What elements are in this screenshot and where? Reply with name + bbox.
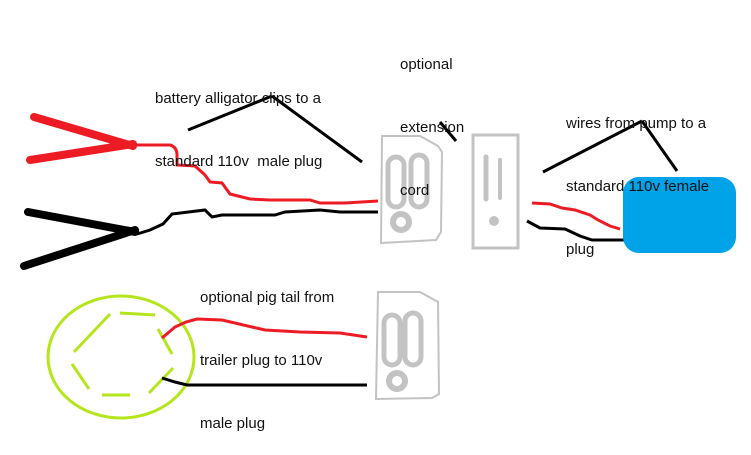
- label-alligator-clips: battery alligator clips to a standard 11…: [155, 46, 322, 193]
- label-pump-wires: wires from pump to a standard 110v femal…: [566, 71, 709, 281]
- label-line: optional pig tail from: [200, 289, 335, 306]
- alligator-clip-red: [26, 113, 137, 164]
- label-line: standard 110v female: [566, 178, 710, 195]
- leader-line-pump-right: [640, 120, 679, 172]
- label-extension-cord: optional extension cord: [400, 12, 464, 222]
- label-line: plug: [566, 241, 595, 258]
- positive-wire-pump: [531, 201, 621, 231]
- leader-line-clips-left: [187, 94, 273, 132]
- label-line: male plug: [200, 415, 266, 432]
- label-line: optional: [400, 56, 453, 73]
- positive-wire-pigtail: [161, 317, 368, 340]
- male-plug-bottom: [374, 291, 441, 401]
- label-line: trailer plug to 110v: [200, 352, 323, 369]
- label-line: standard 110v male plug: [155, 153, 323, 170]
- wiring-diagram: [20, 94, 736, 420]
- alligator-clip-black: [20, 208, 139, 270]
- negative-wire-top: [136, 208, 378, 236]
- extension-cord: [471, 133, 520, 250]
- label-line: cord: [400, 182, 430, 199]
- trailer-plug: [46, 294, 196, 420]
- label-line: wires from pump to a: [566, 115, 707, 132]
- pump: [623, 177, 736, 253]
- negative-wire-pump: [526, 219, 625, 242]
- leader-line-extension: [438, 121, 458, 142]
- label-line: extension: [400, 119, 465, 136]
- label-line: battery alligator clips to a: [155, 90, 321, 107]
- negative-wire-pigtail: [161, 376, 367, 387]
- male-plug-top: [379, 135, 444, 245]
- leader-line-clips-right: [271, 94, 363, 164]
- leader-line-pump-left: [542, 119, 643, 174]
- positive-wire-top: [135, 143, 379, 205]
- label-pig-tail: optional pig tail from trailer plug to 1…: [200, 245, 334, 455]
